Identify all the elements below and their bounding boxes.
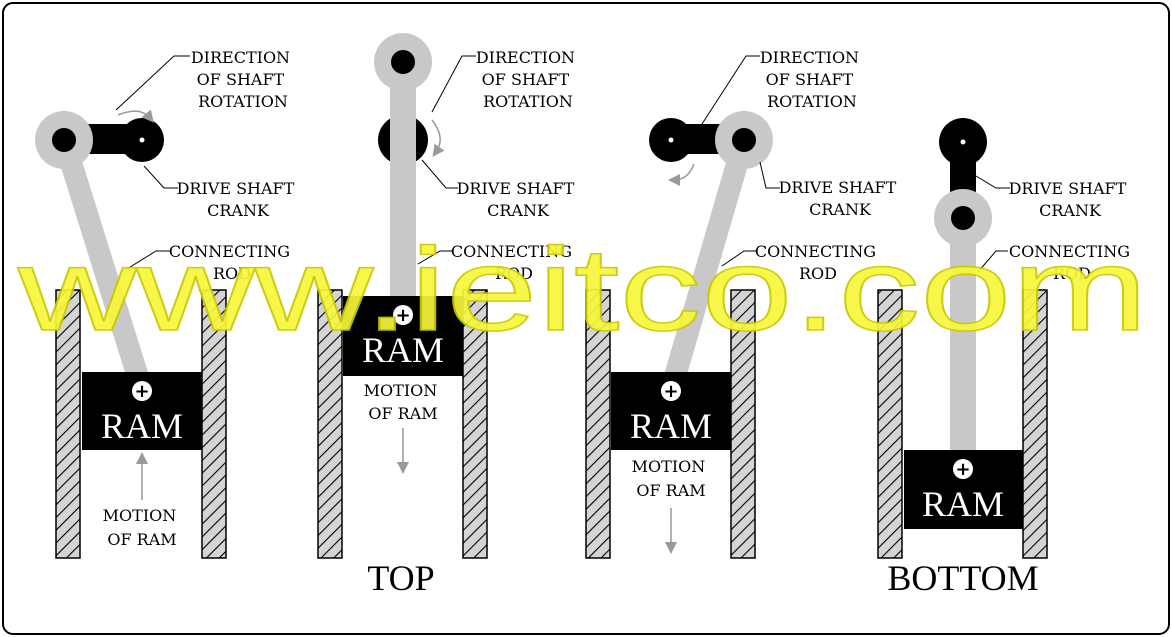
- leader-rod: [417, 250, 452, 265]
- label-crank: DRIVE SHAFT CRANK: [1009, 179, 1132, 220]
- leader-direction: [115, 55, 190, 111]
- watermark-text: www.ieitco.com: [17, 224, 1148, 356]
- label-direction: DIRECTION OF SHAFT ROTATION: [760, 48, 864, 111]
- crank-pin: [732, 128, 756, 152]
- leader-rod: [121, 250, 170, 273]
- panel-1: + RAM DIRECTION OF SHAFT ROTATION DRIVE …: [35, 48, 300, 559]
- ram-pin-symbol: +: [955, 459, 970, 480]
- guide-wall-left: [585, 289, 611, 559]
- leader-rod: [721, 250, 756, 267]
- label-crank: DRIVE SHAFT CRANK: [779, 178, 902, 219]
- label-rod: CONNECTING ROD: [1009, 242, 1135, 283]
- label-motion: MOTION OF RAM: [364, 381, 443, 423]
- label-crank: DRIVE SHAFT CRANK: [457, 179, 580, 220]
- rotation-arrow: [431, 119, 445, 157]
- connecting-rod: [53, 129, 153, 401]
- leader-crank: [143, 165, 178, 189]
- guide-wall-left: [55, 289, 81, 559]
- leader-direction: [431, 55, 476, 113]
- leader-direction: [701, 55, 760, 125]
- panel-4-bottom: + RAM DRIVE SHAFT CRANK CONNECTING ROD B…: [877, 118, 1135, 598]
- leader-rod: [977, 250, 1008, 273]
- guide-wall-right: [201, 289, 227, 559]
- position-top-label: TOP: [367, 558, 434, 598]
- leader-crank: [421, 159, 458, 189]
- label-crank: DRIVE SHAFT CRANK: [177, 179, 300, 220]
- shaft-center: [139, 137, 145, 143]
- label-rod: CONNECTING ROD: [755, 242, 881, 283]
- position-bottom-label: BOTTOM: [887, 558, 1038, 598]
- guide-wall-right: [1022, 289, 1048, 559]
- label-motion: MOTION OF RAM: [632, 457, 711, 500]
- ram-pin-symbol: +: [663, 381, 678, 402]
- label-direction: DIRECTION OF SHAFT ROTATION: [476, 48, 580, 111]
- ram-pin-circle: [393, 305, 413, 325]
- guide-wall-left: [877, 289, 903, 559]
- shaft-center: [960, 139, 966, 145]
- rotation-arrow: [117, 109, 154, 123]
- crank-pin: [951, 206, 975, 230]
- ram-pin-circle: [132, 381, 152, 401]
- connecting-rod-overlay: [390, 100, 416, 180]
- ram-label: RAM: [630, 406, 712, 446]
- leader-crank: [975, 175, 1010, 189]
- label-rod: CONNECTING ROD: [169, 242, 295, 283]
- label-rod: CONNECTING ROD: [451, 242, 577, 283]
- guide-wall-left: [317, 289, 343, 559]
- ram-label: RAM: [922, 484, 1004, 524]
- rotation-arrow: [668, 163, 695, 186]
- crank-pin: [52, 128, 76, 152]
- ram-pin-circle: [661, 381, 681, 401]
- ram-label: RAM: [362, 330, 444, 370]
- ram-pin-circle: [953, 459, 973, 479]
- label-motion: MOTION OF RAM: [103, 506, 182, 549]
- leader-crank: [759, 161, 780, 189]
- ram-pin-symbol: +: [134, 381, 149, 402]
- shaft-center: [668, 137, 674, 143]
- connecting-rod: [660, 129, 755, 401]
- label-direction: DIRECTION OF SHAFT ROTATION: [191, 48, 295, 111]
- ram-label: RAM: [101, 406, 183, 446]
- panel-3: + RAM DIRECTION OF SHAFT ROTATION DRIVE …: [585, 48, 902, 559]
- guide-wall-right: [462, 289, 488, 559]
- ram-pin-symbol: +: [395, 305, 410, 326]
- guide-wall-right: [730, 289, 756, 559]
- crank-pin: [391, 50, 415, 74]
- panel-2-top: + RAM DIRECTION OF SHAFT ROTATION DRIVE …: [317, 33, 580, 598]
